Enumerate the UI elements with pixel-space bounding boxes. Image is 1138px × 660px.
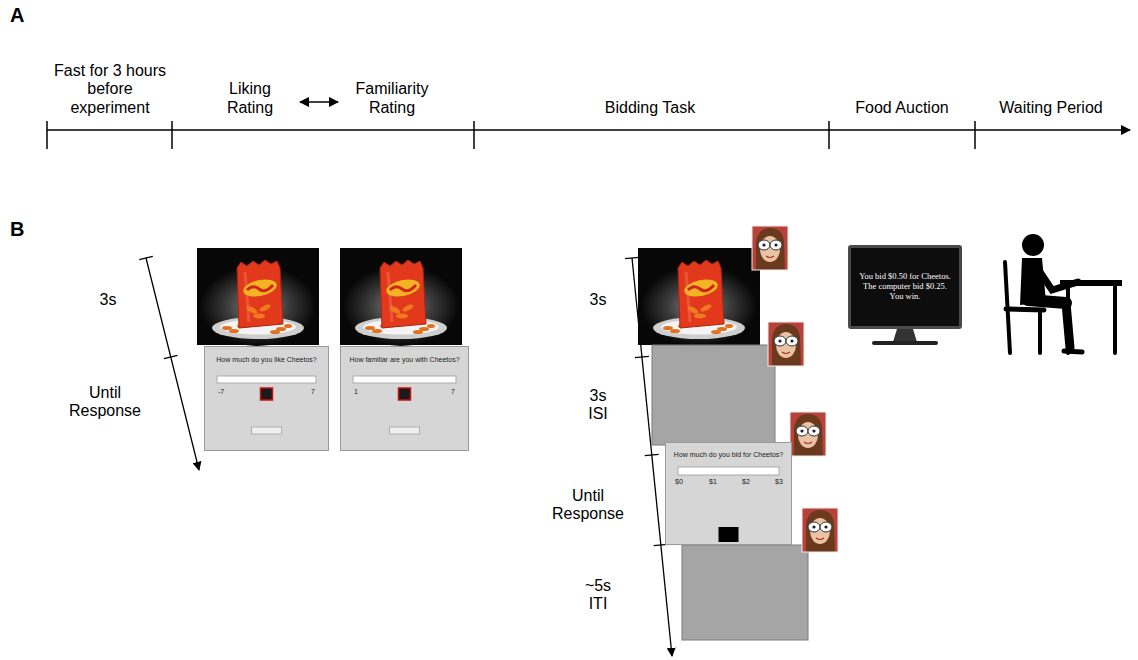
participant-face xyxy=(802,508,838,552)
duration-label: ~5s ITI xyxy=(576,577,620,614)
panel-letter: A xyxy=(10,4,40,27)
question-text: How much do you like Cheetos? xyxy=(209,356,324,364)
phase-label: Bidding Task xyxy=(565,99,735,117)
blank-screen xyxy=(652,345,775,445)
food-image xyxy=(197,248,319,346)
time-tick xyxy=(625,257,639,258)
scale-end-box: 1 xyxy=(354,388,358,396)
phase-label-box: Bidding Task xyxy=(565,99,735,117)
scale-end: 7 xyxy=(451,388,455,396)
slider-graphic xyxy=(205,347,330,472)
rating-screen: How familiar are you with Cheetos? 1 7 xyxy=(340,346,469,451)
scale-end-box: 7 xyxy=(451,388,455,396)
duration-label-box: Until Response xyxy=(62,384,148,421)
phase-label-box: Fast for 3 hours before experiment xyxy=(48,62,172,117)
auction-result: You bid $0.50 for Cheetos. The computer … xyxy=(857,272,953,301)
monitor-stand xyxy=(872,329,938,345)
time-axis xyxy=(139,256,199,470)
slider-marker xyxy=(261,388,273,400)
duration-label-box: ~5s ITI xyxy=(576,577,620,614)
slider-bar xyxy=(678,467,779,475)
question-text-box: How much do you like Cheetos? xyxy=(209,356,324,364)
submit-button xyxy=(390,427,420,434)
food-image xyxy=(340,248,462,346)
double-arrow xyxy=(300,101,338,103)
time-tick xyxy=(645,454,659,455)
slider-graphic xyxy=(341,347,470,472)
rating-screen: How much do you like Cheetos? -7 7 xyxy=(204,346,329,451)
duration-label: Until Response xyxy=(62,384,148,421)
scale-end: 7 xyxy=(311,388,315,396)
scale-end: -7 xyxy=(218,388,224,396)
phase-label-box: Liking Rating xyxy=(215,80,285,117)
question-text: How much do you bid for Cheetos? xyxy=(670,451,787,459)
panel-letter-box: A xyxy=(10,4,40,27)
timeline-axis xyxy=(47,129,1130,131)
scale-tick: $0 xyxy=(664,478,694,486)
scale-tick-box: $0 xyxy=(664,478,694,486)
scale-tick: $2 xyxy=(731,478,761,486)
auction-result-box: You bid $0.50 for Cheetos. The computer … xyxy=(857,272,953,301)
scale-end: 1 xyxy=(354,388,358,396)
scale-tick-box: $3 xyxy=(764,478,794,486)
timeline-tick xyxy=(46,121,48,149)
panel-letter: B xyxy=(10,218,40,241)
time-tick xyxy=(635,356,649,357)
scale-end-box: 7 xyxy=(311,388,315,396)
monitor-screen: You bid $0.50 for Cheetos. The computer … xyxy=(848,245,962,329)
timeline xyxy=(47,102,1130,149)
phase-label: Fast for 3 hours before experiment xyxy=(48,62,172,117)
duration-label-box: 3s ISI xyxy=(578,387,618,424)
scale-tick: $3 xyxy=(764,478,794,486)
timeline-tick xyxy=(473,121,475,149)
phase-label: Food Auction xyxy=(832,99,972,117)
food-image xyxy=(638,248,760,346)
person-silhouette xyxy=(1005,234,1122,353)
slider-bar xyxy=(217,376,316,383)
duration-label-box: 3s xyxy=(568,291,628,309)
blank-screen xyxy=(682,545,808,640)
scale-tick: $1 xyxy=(698,478,728,486)
question-text: How familiar are you with Cheetos? xyxy=(345,356,464,364)
duration-label: 3s xyxy=(78,291,138,309)
timeline-tick xyxy=(828,121,830,149)
timeline-tick xyxy=(974,121,976,149)
phase-label: Familiarity Rating xyxy=(347,80,437,117)
timeline-tick xyxy=(171,121,173,149)
slider-graphic xyxy=(666,443,793,566)
duration-label-box: 3s xyxy=(78,291,138,309)
slider-marker xyxy=(399,388,411,400)
duration-label: 3s xyxy=(568,291,628,309)
duration-label: Until Response xyxy=(545,487,631,524)
question-text-box: How familiar are you with Cheetos? xyxy=(345,356,464,364)
participant-face xyxy=(752,226,788,270)
phase-label: Liking Rating xyxy=(215,80,285,117)
slider-bar xyxy=(353,376,456,383)
duration-label: 3s ISI xyxy=(578,387,618,424)
phase-label-box: Familiarity Rating xyxy=(347,80,437,117)
time-tick xyxy=(139,256,153,259)
panel-letter-box: B xyxy=(10,218,40,241)
time-tick xyxy=(164,355,178,358)
scale-end-box: -7 xyxy=(218,388,224,396)
bid-screen: How much do you bid for Cheetos? $0 $1$2$3 xyxy=(665,442,792,545)
phase-label: Waiting Period xyxy=(981,99,1121,117)
participant-face xyxy=(768,322,804,366)
scale-tick-box: $1 xyxy=(698,478,728,486)
time-axis-line xyxy=(146,258,199,470)
submit-button xyxy=(252,427,282,434)
slider-marker xyxy=(719,527,739,542)
question-text-box: How much do you bid for Cheetos? xyxy=(670,451,787,459)
scale-tick-box: $2 xyxy=(731,478,761,486)
duration-label-box: Until Response xyxy=(545,487,631,524)
participant-face xyxy=(790,412,826,456)
phase-label-box: Waiting Period xyxy=(981,99,1121,117)
phase-label-box: Food Auction xyxy=(832,99,972,117)
